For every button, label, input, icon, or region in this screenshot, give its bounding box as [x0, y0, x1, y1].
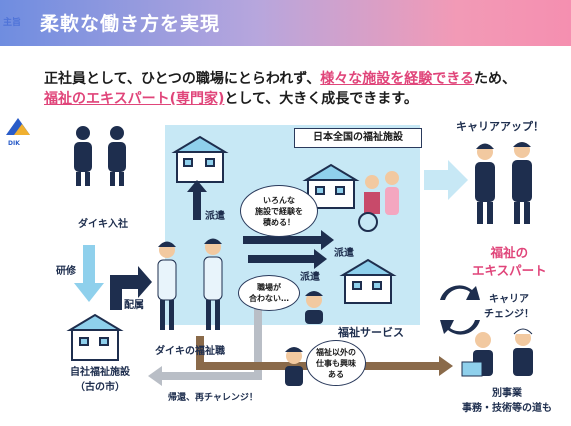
worker-figure [305, 291, 323, 324]
expert-figures [475, 142, 532, 224]
expert-label: 福祉の エキスパート [472, 244, 547, 280]
return-arrow [148, 300, 262, 386]
bubble-text: ある [328, 369, 344, 379]
bubble-text: いろんな [263, 195, 295, 205]
career-change-line: チェンジ！ [484, 309, 534, 320]
office-workers [461, 328, 533, 377]
expert-line: エキスパート [472, 263, 547, 278]
staff-figures [157, 238, 223, 330]
intro-line-1: 正社員として、ひとつの職場にとらわれず、様々な施設を経験できるため、 [44, 68, 516, 88]
dispatch-label: 派遣 [300, 272, 320, 283]
intro-highlight: 様々な施設を経験できる [320, 71, 474, 87]
intro-text: ため、 [473, 71, 516, 87]
title-banner: 主旨 柔軟な働き方を実現 [0, 0, 571, 46]
bubble-text: 施設で経験を [255, 206, 303, 216]
banner-title: 柔軟な働き方を実現 [40, 13, 221, 35]
intro-line-2: 福祉のエキスパート(専門家)として、大きく成長できます。 [44, 88, 418, 108]
dispatch-label: 派遣 [205, 211, 225, 222]
bubble-text: 職場が [257, 283, 281, 292]
intro-text: として、大きく成長できます。 [224, 91, 418, 107]
join-label: ダイキ入社 [78, 219, 128, 230]
own-facility-label: 自社福祉施設 （古の市） [70, 363, 130, 393]
panel-title: 日本全国の福祉施設 [294, 128, 422, 148]
logo-text: DIK [8, 140, 20, 147]
intro-text: 正社員として、ひとつの職場にとらわれず、 [44, 71, 321, 87]
career-up-label: キャリアアップ！ [456, 120, 544, 133]
training-arrow [74, 245, 104, 302]
assign-arrow [110, 266, 152, 310]
staff-label: ダイキの福祉職 [155, 346, 225, 357]
dispatch-label: 派遣 [334, 248, 354, 259]
other-business-line: 事務・技術等の道も [462, 403, 552, 414]
intro-highlight: 福祉のエキスパート(専門家) [44, 91, 225, 107]
expert-line: 福祉の [490, 245, 529, 260]
career-change-line: キャリア [489, 294, 529, 305]
bubble-text: 積める！ [263, 217, 295, 227]
bubble-text: 合わない… [249, 294, 289, 303]
wheelchair-scene [358, 171, 399, 232]
career-change-cycle-icon [440, 285, 480, 335]
worker-figure [285, 347, 303, 386]
facility-building [171, 135, 229, 183]
return-label: 帰還、再チャレンジ！ [168, 393, 258, 403]
career-up-arrow [424, 160, 468, 200]
experience-bubble: いろんな 施設で経験を 積める！ [240, 185, 318, 237]
own-facility-line: 自社福祉施設 [70, 367, 130, 378]
other-interest-bubble: 福祉以外の 仕事も興味 ある [306, 340, 366, 386]
other-business-label: 別事業 事務・技術等の道も [462, 384, 552, 414]
mismatch-bubble: 職場が 合わない… [238, 275, 300, 311]
banner-tag: 主旨 [3, 18, 22, 28]
own-facility-line: （古の市） [75, 382, 125, 393]
new-hire-figures [74, 126, 126, 186]
bubble-text: 仕事も興味 [316, 358, 356, 368]
other-business-line: 別事業 [492, 388, 522, 399]
welfare-service-label: 福祉サービス [338, 326, 404, 339]
assign-label: 配属 [124, 300, 144, 311]
facility-building [339, 258, 397, 304]
training-label: 研修 [56, 266, 76, 277]
company-logo [6, 118, 30, 135]
own-facility-building [66, 313, 124, 361]
career-change-label: キャリア チェンジ！ [484, 290, 534, 320]
dispatch-arrows [187, 180, 334, 269]
bubble-text: 福祉以外の [316, 347, 356, 357]
